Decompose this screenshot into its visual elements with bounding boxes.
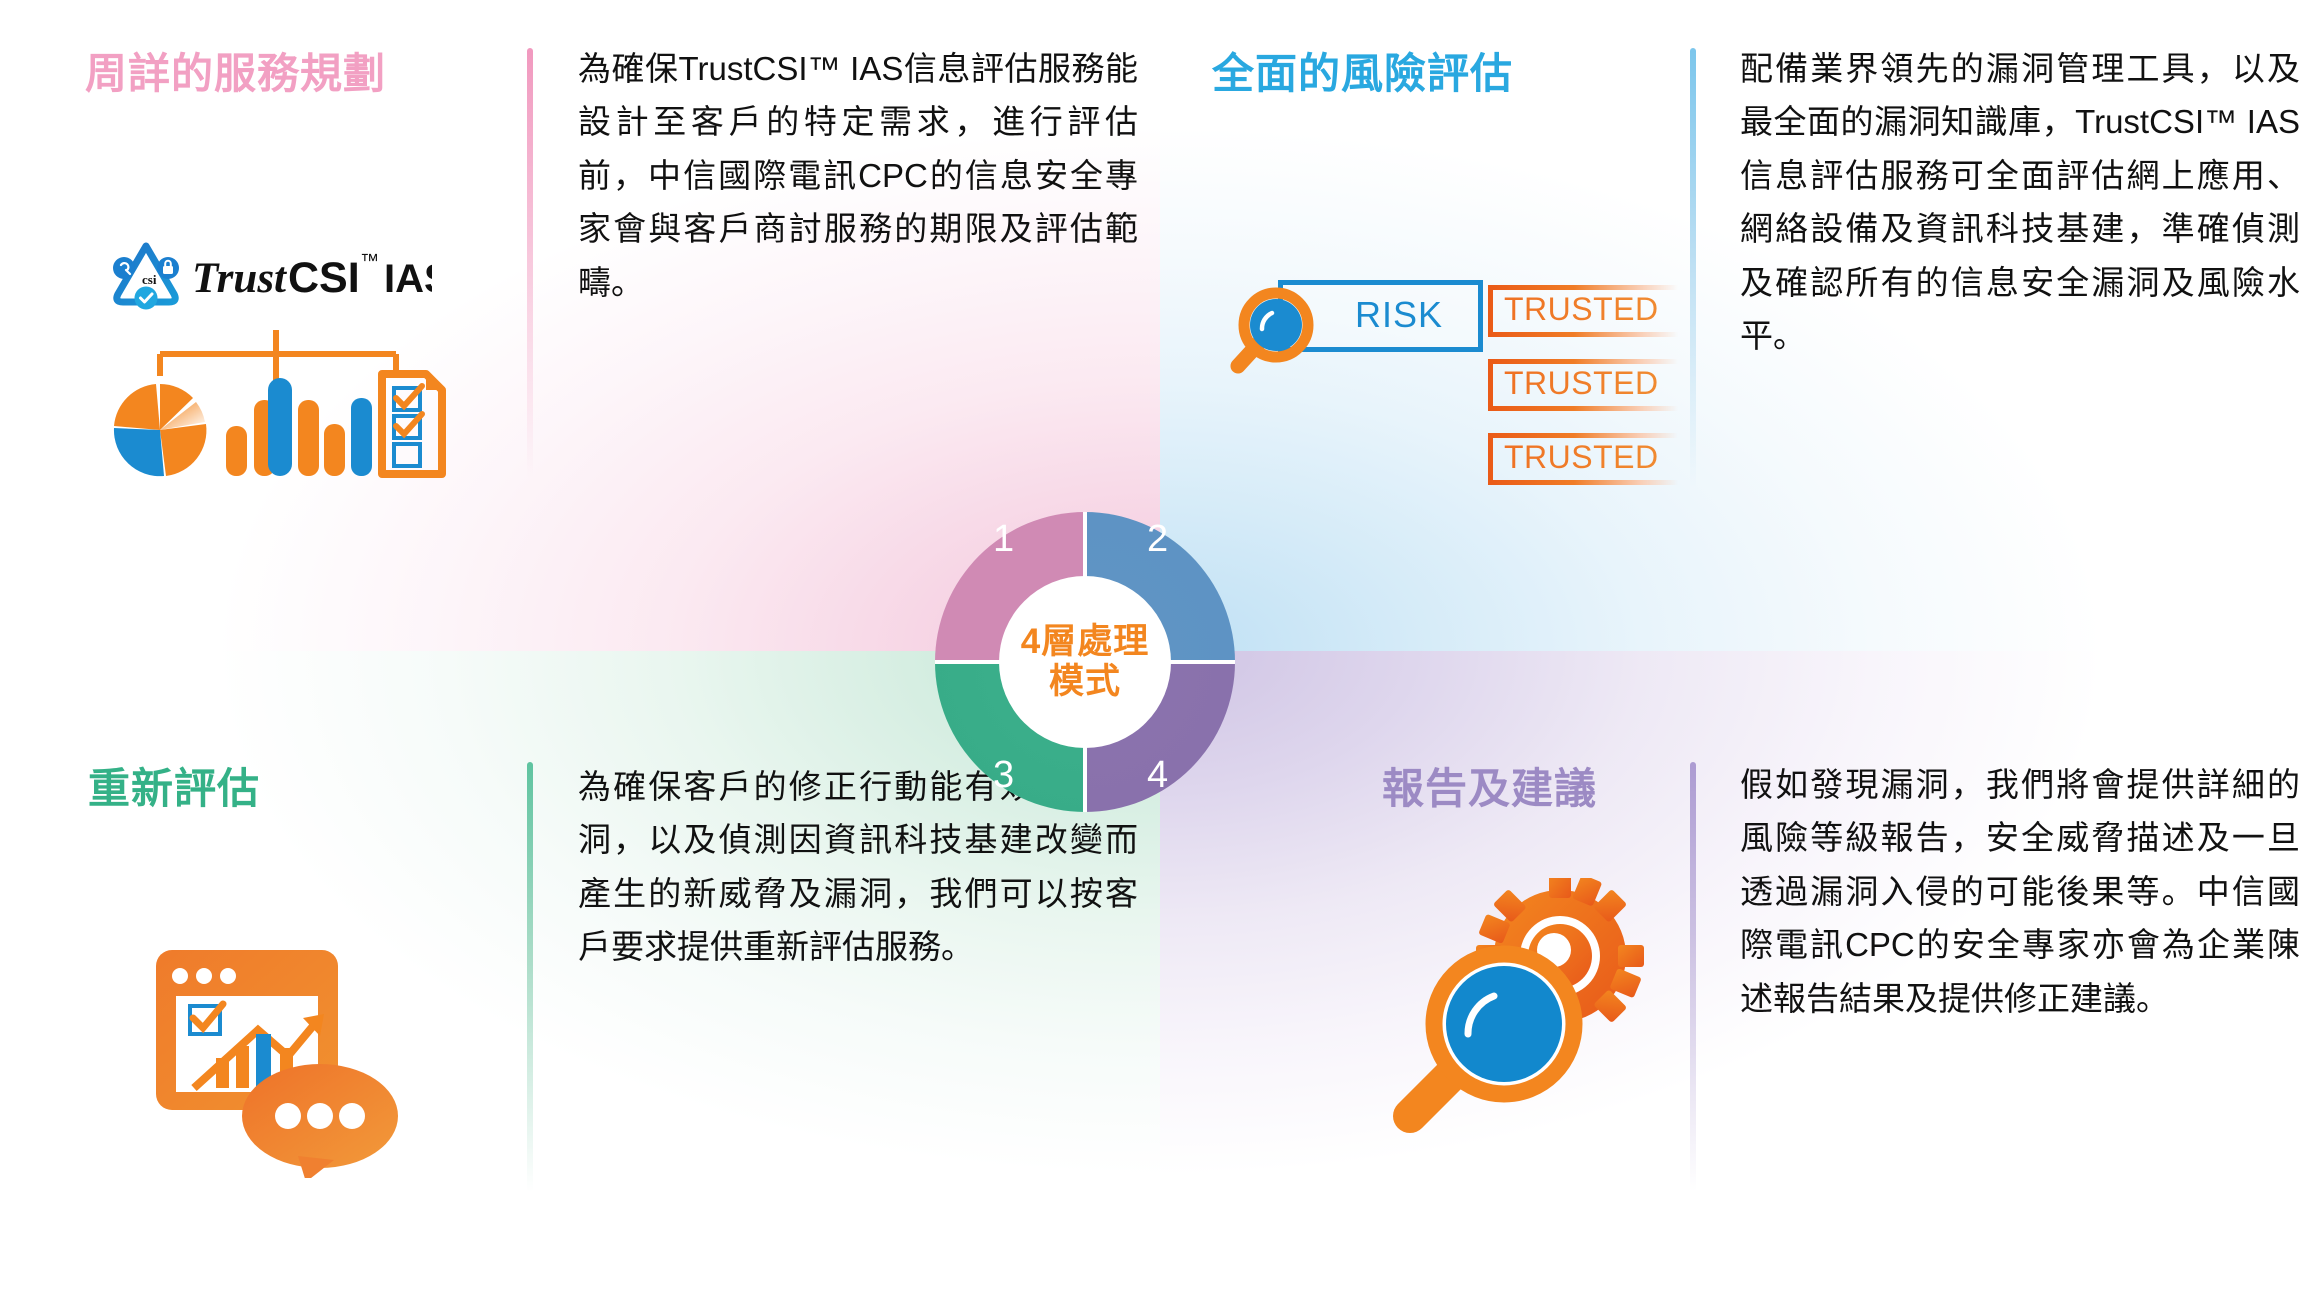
background-wash-bottom-right	[1160, 651, 2320, 1302]
trustcsi-logo-mark: csi Trust CSI ™ IAS	[113, 242, 451, 310]
divider-re-assessment	[527, 762, 533, 1192]
risk-scan-icon: RISK	[1228, 280, 1528, 390]
planning-analytics-icon	[108, 330, 448, 525]
background-wash-top-left	[0, 0, 1160, 651]
body-text-risk-assessment: 配備業界領先的漏洞管理工具，以及最全面的漏洞知識庫，TrustCSI™ IAS信…	[1740, 50, 2300, 355]
magnifier-gear-icon	[1388, 872, 1668, 1163]
donut-number-3: 3	[993, 754, 1015, 796]
trusted-result-box: TRUSTED	[1488, 433, 1678, 485]
quadrant-title-risk-assessment: 全面的風險評估	[1212, 50, 1514, 97]
trusted-label: TRUSTED	[1504, 439, 1659, 475]
quadrant-report-recommendation: 報告及建議	[1382, 755, 1597, 816]
quadrant-title-service-planning: 周詳的服務規劃	[85, 50, 387, 97]
svg-text:™: ™	[360, 251, 379, 272]
quadrant-body-service-planning: 為確保TrustCSI™ IAS信息評估服務能設計至客戶的特定需求，進行評估前，…	[578, 42, 1138, 309]
quadrant-risk-assessment: 全面的風險評估	[1212, 40, 1513, 101]
divider-risk-assessment	[1690, 48, 1696, 488]
trusted-box-border	[1488, 433, 1678, 485]
divider-report-recommendation	[1690, 762, 1696, 1192]
risk-result-box: RISK	[1278, 280, 1483, 352]
body-text-report-recommendation: 假如發現漏洞，我們將會提供詳細的風險等級報告，安全威脅描述及一旦透過漏洞入侵的可…	[1740, 766, 2300, 1017]
trusted-box-border	[1488, 285, 1678, 337]
four-stage-donut: 1 2 3 4	[935, 512, 1235, 812]
donut-number-1: 1	[993, 518, 1015, 560]
trusted-result-box: TRUSTED	[1488, 359, 1678, 411]
quadrant-title-report-recommendation: 報告及建議	[1382, 765, 1598, 812]
donut-number-4: 4	[1147, 754, 1169, 796]
quadrant-title-re-assessment: 重新評估	[88, 765, 261, 812]
quadrant-body-risk-assessment: 配備業界領先的漏洞管理工具，以及最全面的漏洞知識庫，TrustCSI™ IAS信…	[1740, 42, 2300, 363]
svg-text:Trust: Trust	[192, 255, 288, 302]
quadrant-body-report-recommendation: 假如發現漏洞，我們將會提供詳細的風險等級報告，安全威脅描述及一旦透過漏洞入侵的可…	[1740, 758, 2300, 1025]
divider-service-planning	[527, 48, 533, 478]
quadrant-service-planning: 周詳的服務規劃	[85, 40, 386, 101]
risk-label: RISK	[1355, 294, 1444, 335]
background-wash-top-right	[1160, 0, 2320, 651]
trusted-label: TRUSTED	[1504, 291, 1659, 327]
body-text-service-planning: 為確保TrustCSI™ IAS信息評估服務能設計至客戶的特定需求，進行評估前，…	[578, 50, 1138, 301]
donut-gap-horizontal	[935, 660, 1235, 664]
svg-text:IAS: IAS	[384, 257, 432, 301]
magnifier-icon	[1230, 287, 1314, 374]
svg-text:CSI: CSI	[288, 254, 360, 302]
svg-text:csi: csi	[142, 272, 157, 287]
trusted-label: TRUSTED	[1504, 365, 1659, 401]
trusted-box-border	[1488, 359, 1678, 411]
trusted-results-list: TRUSTED TRUSTED TRUSTED	[1488, 285, 1678, 507]
report-window-chat-icon	[148, 938, 408, 1183]
donut-number-2: 2	[1147, 518, 1169, 560]
trustcsi-ias-logo: csi Trust CSI ™ IAS	[112, 240, 451, 317]
trusted-result-box: TRUSTED	[1488, 285, 1678, 337]
quadrant-re-assessment: 重新評估	[88, 755, 260, 816]
